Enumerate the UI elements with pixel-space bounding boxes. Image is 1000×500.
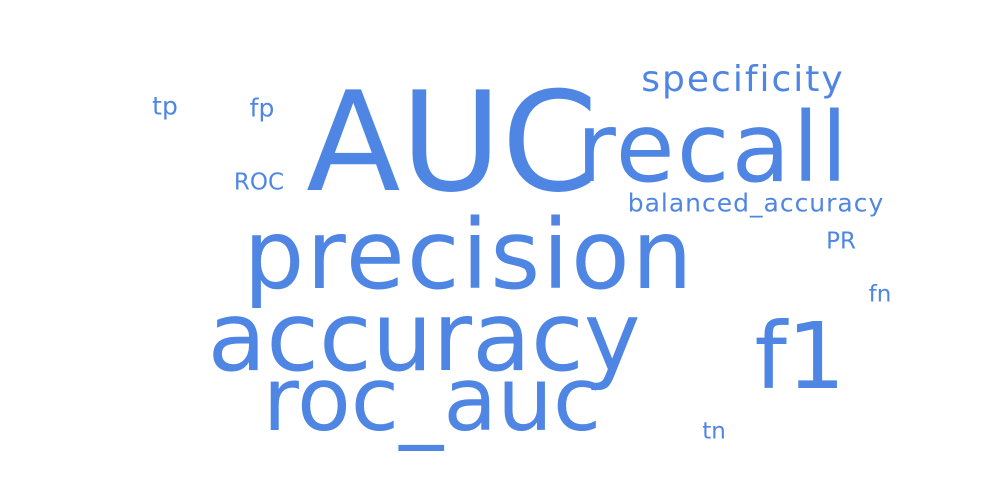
word-auc: AUC [306,62,598,223]
word-roc: ROC [233,169,285,196]
word-balanced-accuracy: balanced_accuracy [627,188,885,218]
word-pr: PR [826,228,856,255]
word-tp: tp [152,91,178,121]
word-recall: recall [576,92,850,204]
word-tn: tn [702,418,726,445]
word-specificity: specificity [641,59,845,100]
word-accuracy: accuracy [207,281,641,393]
word-fp: fp [249,93,275,123]
word-fn: fn [868,281,892,308]
word-precision: precision [243,199,695,311]
word-roc-auc: roc_auc [262,348,602,451]
word-f1: f1 [754,303,846,410]
